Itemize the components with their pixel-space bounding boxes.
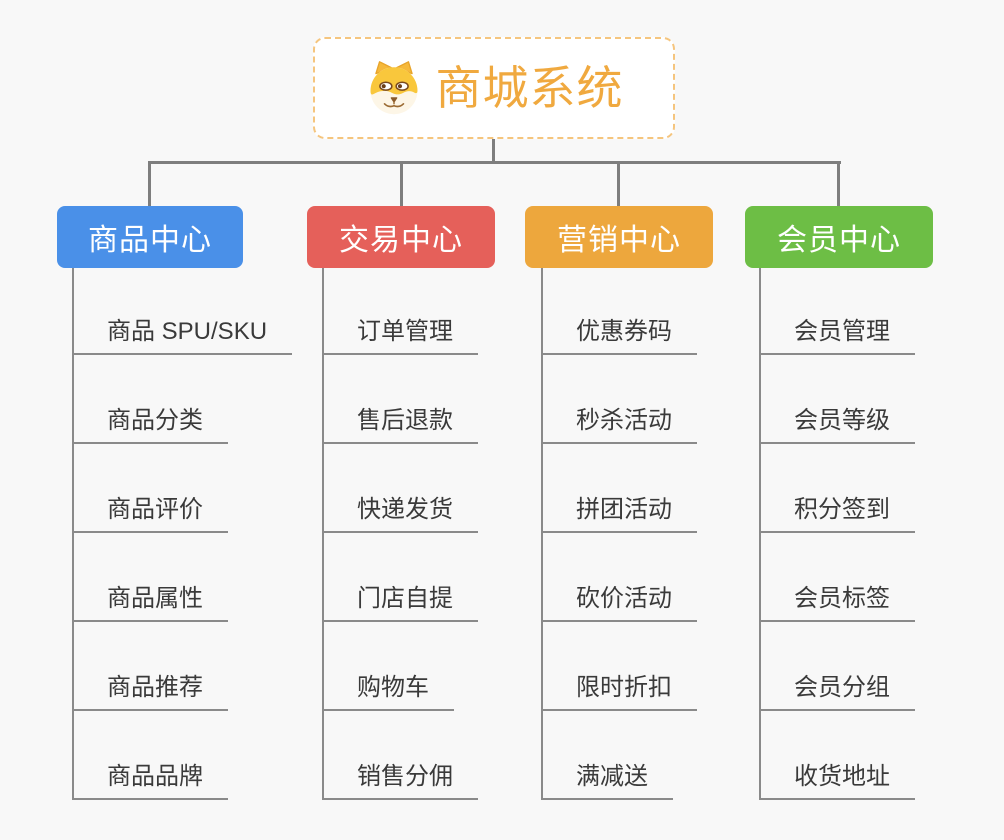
connector-bus-to-branch-2	[400, 162, 403, 207]
subtopic-item[interactable]: 秒杀活动	[541, 355, 697, 444]
subtopic-item[interactable]: 商品 SPU/SKU	[72, 266, 293, 355]
subtopic-item[interactable]: 砍价活动	[541, 533, 697, 622]
subtopic-item[interactable]: 商品属性	[72, 533, 228, 622]
dog-face-icon	[370, 61, 417, 115]
subtopic-item[interactable]: 会员管理	[759, 266, 915, 355]
subtopic-item[interactable]: 会员等级	[759, 355, 915, 444]
branch-topic-member-center[interactable]: 会员中心	[745, 206, 933, 268]
subtopic-item[interactable]: 购物车	[322, 622, 454, 711]
subtopic-item[interactable]: 满减送	[541, 711, 673, 800]
subtopic-item[interactable]: 售后退款	[322, 355, 478, 444]
subtopic-item[interactable]: 商品品牌	[72, 711, 228, 800]
root-topic-label: 商城系统	[435, 62, 624, 114]
subtopic-item[interactable]: 优惠券码	[541, 266, 697, 355]
subtopic-item[interactable]: 拼团活动	[541, 444, 697, 533]
branch-children-product-center: 商品 SPU/SKU 商品分类 商品评价 商品属性 商品推荐 商品品牌	[72, 266, 293, 800]
subtopic-item[interactable]: 门店自提	[322, 533, 478, 622]
subtopic-item[interactable]: 会员分组	[759, 622, 915, 711]
connector-bus	[148, 161, 841, 164]
connector-bus-to-branch-1	[148, 162, 151, 207]
subtopic-item[interactable]: 销售分佣	[322, 711, 478, 800]
subtopic-item[interactable]: 商品推荐	[72, 622, 228, 711]
subtopic-item[interactable]: 商品评价	[72, 444, 228, 533]
subtopic-item[interactable]: 会员标签	[759, 533, 915, 622]
branch-children-member-center: 会员管理 会员等级 积分签到 会员标签 会员分组 收货地址	[759, 266, 915, 800]
connector-root-to-bus	[492, 138, 495, 164]
branch-topic-trade-center[interactable]: 交易中心	[307, 206, 495, 268]
connector-bus-to-branch-3	[617, 162, 620, 207]
subtopic-item[interactable]: 订单管理	[322, 266, 478, 355]
branch-topic-marketing-center[interactable]: 营销中心	[525, 206, 713, 268]
subtopic-item[interactable]: 限时折扣	[541, 622, 697, 711]
branch-topic-product-center[interactable]: 商品中心	[57, 206, 243, 268]
subtopic-item[interactable]: 快递发货	[322, 444, 478, 533]
subtopic-item[interactable]: 积分签到	[759, 444, 915, 533]
root-topic[interactable]: 商城系统	[313, 37, 675, 139]
subtopic-item[interactable]: 商品分类	[72, 355, 228, 444]
branch-children-marketing-center: 优惠券码 秒杀活动 拼团活动 砍价活动 限时折扣 满减送	[541, 266, 697, 800]
branch-children-trade-center: 订单管理 售后退款 快递发货 门店自提 购物车 销售分佣	[322, 266, 478, 800]
connector-bus-to-branch-4	[837, 162, 840, 207]
subtopic-item[interactable]: 收货地址	[759, 711, 915, 800]
